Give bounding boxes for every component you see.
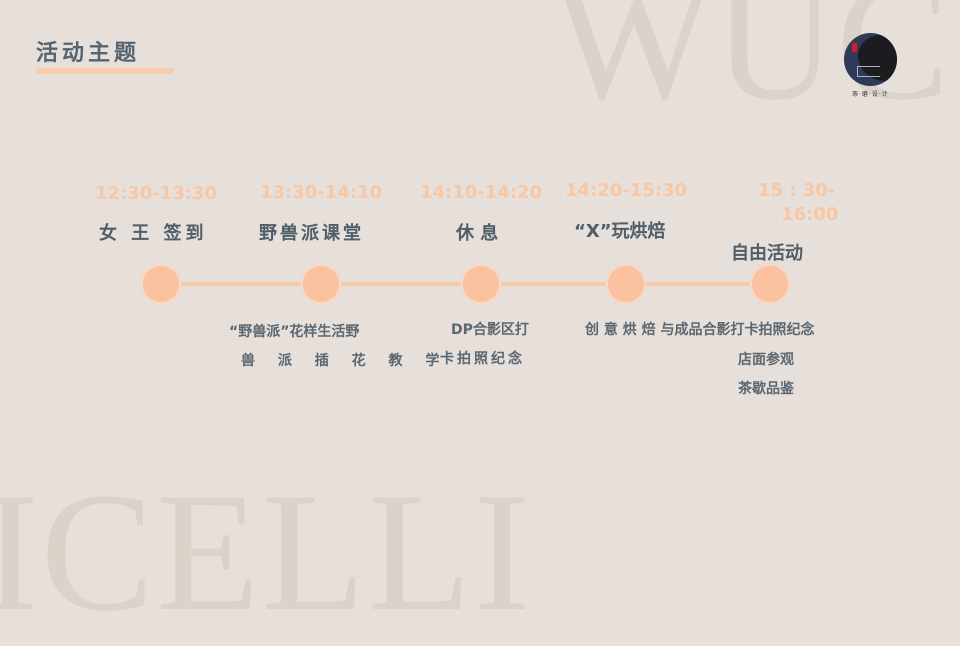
time-item-3: 14:10-14:20 — [420, 182, 543, 203]
desc-item-2-line-1: “野兽派”花样生活野 — [229, 324, 360, 340]
page-title: 活动主题 — [36, 41, 141, 66]
title-item-2: 野兽派课堂 — [259, 223, 364, 244]
desc-item-5-line-1: 店面参观 — [738, 352, 794, 368]
desc-item-3-line-2: 卡拍照纪念 — [440, 351, 525, 367]
timeline-node-4 — [608, 266, 644, 302]
time-item-4: 14:20-15:30 — [565, 180, 688, 201]
desc-item-3-line-1: DP合影区打 — [451, 322, 529, 338]
desc-item-2-line-2: 兽 派 插 花 教 学 — [241, 353, 449, 369]
desc-item-5-line-2: 茶歇品鉴 — [738, 381, 794, 397]
logo-caption: 琢·磨·设·计 — [852, 91, 889, 98]
timeline-node-1 — [143, 266, 179, 302]
timeline-node-3 — [463, 266, 499, 302]
brand-logo-icon — [844, 33, 897, 86]
time-item-2: 13:30-14:10 — [260, 182, 383, 203]
title-item-3: 休 息 — [456, 223, 499, 244]
title-underline — [36, 68, 174, 74]
timeline-node-5 — [752, 266, 788, 302]
time-item-5-line-2: 16:00 — [781, 204, 839, 225]
watermark-bottom: ICELLI — [0, 458, 533, 646]
time-item-1: 12:30-13:30 — [95, 183, 218, 204]
title-item-4: “X”玩烘焙 — [574, 221, 666, 242]
title-item-1: 女 王 签到 — [99, 223, 208, 244]
desc-item-4-line-1: 创 意 烘 焙 与成品合影打卡拍照纪念 — [585, 322, 815, 338]
timeline-node-2 — [303, 266, 339, 302]
time-item-5-line-1: 15 : 30- — [758, 180, 836, 201]
title-item-5: 自由活动 — [731, 243, 803, 264]
